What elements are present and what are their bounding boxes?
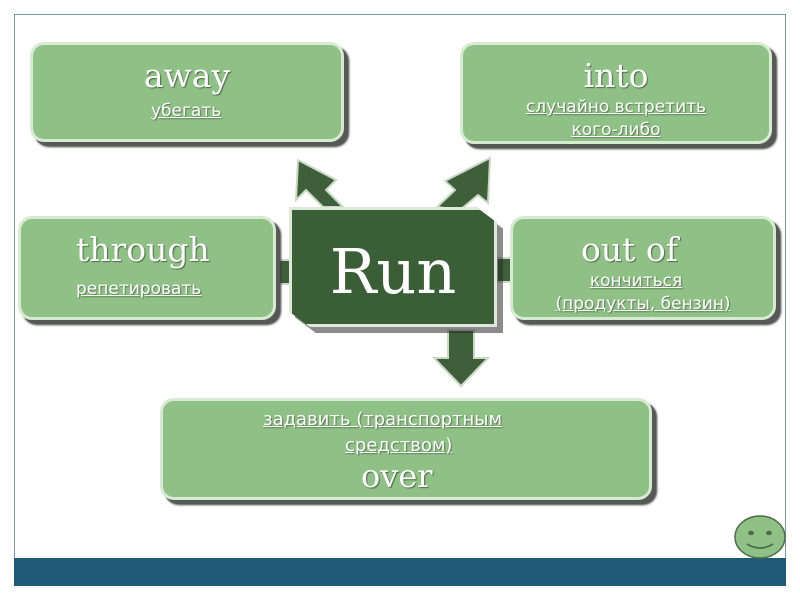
- smiley-face-icon: [734, 515, 786, 559]
- word-over: over: [361, 457, 433, 495]
- box-out-of: out of кончиться (продукты, бензин): [510, 216, 776, 320]
- translation-into-line1: случайно встретить: [525, 97, 707, 117]
- word-out-of: out of: [581, 230, 678, 269]
- translation-over-line1: задавить (транспортным: [263, 409, 503, 430]
- translation-out-of-line2: (продукты, бензин): [555, 294, 731, 314]
- word-through: through: [76, 230, 210, 269]
- arrow-down: [431, 329, 491, 388]
- arrow-up-right: [434, 156, 492, 212]
- box-away: away убегать: [30, 42, 344, 142]
- center-box: [289, 207, 497, 327]
- translation-into-line2: кого-либо: [571, 120, 661, 140]
- translation-out-of-line1: кончиться: [589, 271, 683, 291]
- translation-away: убегать: [151, 101, 222, 121]
- word-into: into: [583, 56, 649, 95]
- bottom-bar: [14, 558, 786, 586]
- word-away: away: [143, 56, 231, 95]
- translation-over-line2: средством): [345, 435, 453, 456]
- arrow-up-left: [294, 158, 346, 208]
- box-through: through репетировать: [18, 216, 276, 320]
- box-into: into случайно встретить кого-либо: [460, 42, 772, 144]
- box-over: задавить (транспортным средством) over: [160, 398, 652, 500]
- center-label: Run: [329, 235, 457, 308]
- translation-through: репетировать: [76, 279, 202, 299]
